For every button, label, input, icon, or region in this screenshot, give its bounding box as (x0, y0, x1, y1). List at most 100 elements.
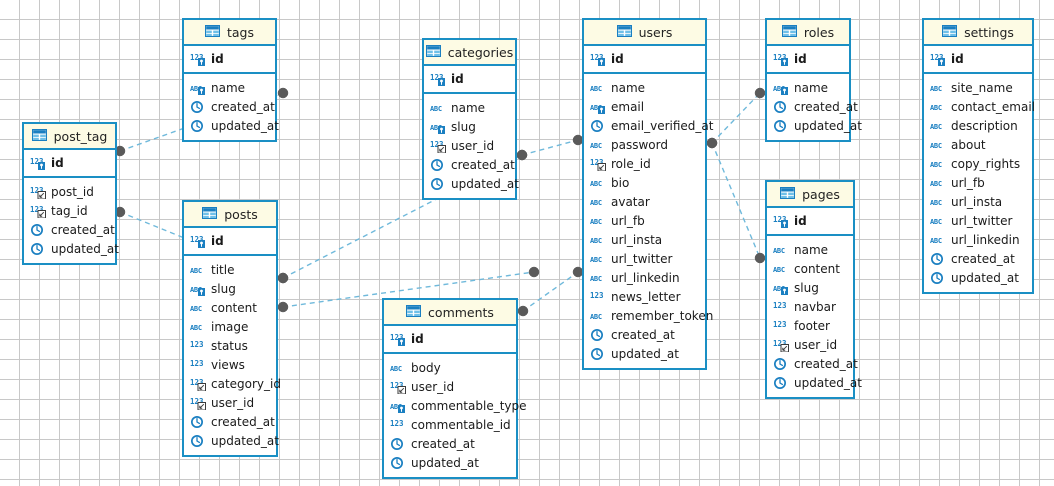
column-created_at[interactable]: created_at (24, 220, 115, 239)
entity-header-roles[interactable]: roles (767, 20, 849, 46)
column-label: contact_email (951, 99, 1035, 114)
fk-int-icon: 123 (190, 396, 206, 410)
column-created_at[interactable]: created_at (184, 412, 276, 431)
column-updated_at[interactable]: updated_at (384, 453, 516, 472)
entity-header-tags[interactable]: tags (184, 20, 275, 46)
column-updated_at[interactable]: updated_at (584, 344, 705, 363)
svg-text:123: 123 (30, 157, 44, 166)
column-created_at[interactable]: created_at (384, 434, 516, 453)
column-updated_at[interactable]: updated_at (924, 268, 1032, 287)
column-created_at[interactable]: created_at (767, 97, 858, 116)
column-created_at[interactable]: created_at (584, 325, 705, 344)
column-bio[interactable]: ABC bio (584, 173, 705, 192)
text-icon: ABC (590, 176, 606, 190)
column-updated_at[interactable]: updated_at (24, 239, 119, 258)
column-created_at[interactable]: created_at (424, 155, 515, 174)
column-updated_at[interactable]: updated_at (767, 116, 862, 135)
column-updated_at[interactable]: updated_at (184, 116, 279, 135)
column-label: url_linkedin (611, 270, 680, 285)
column-label: bio (611, 175, 630, 190)
entity-header-users[interactable]: users (584, 20, 705, 46)
entity-header-pages[interactable]: pages (767, 182, 853, 208)
entity-header-categories[interactable]: categories (424, 40, 515, 66)
column-updated_at[interactable]: updated_at (184, 431, 279, 450)
column-created_at[interactable]: created_at (184, 97, 275, 116)
column-updated_at[interactable]: updated_at (424, 174, 519, 193)
column-created_at[interactable]: created_at (924, 249, 1032, 268)
entity-header-comments[interactable]: comments (384, 300, 516, 326)
entity-header-posts[interactable]: posts (184, 202, 276, 228)
column-created_at[interactable]: created_at (767, 354, 858, 373)
entity-header-post_tag[interactable]: post_tag (24, 124, 115, 150)
entity-header-settings[interactable]: settings (924, 20, 1032, 46)
column-updated_at[interactable]: updated_at (767, 373, 862, 392)
svg-text:123: 123 (30, 186, 44, 195)
column-email_verified_at[interactable]: email_verified_at (584, 116, 713, 135)
